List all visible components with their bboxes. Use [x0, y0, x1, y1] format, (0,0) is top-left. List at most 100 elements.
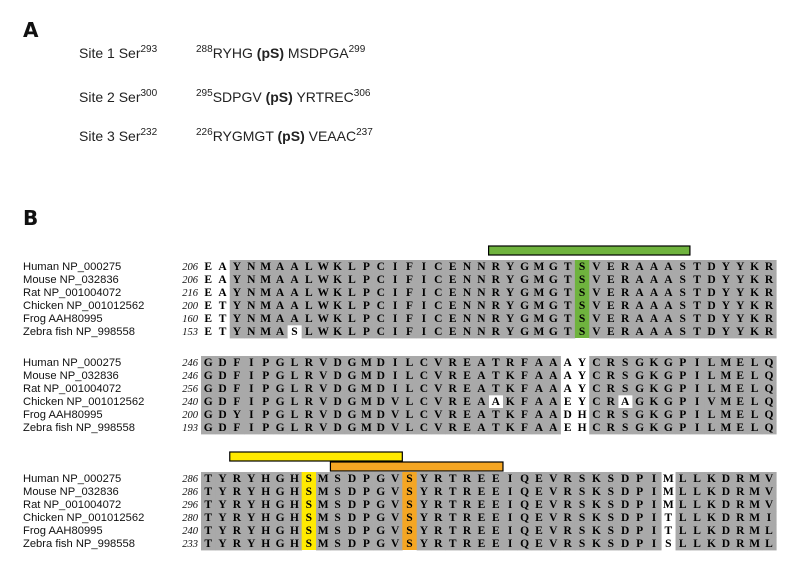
shaded-cell: [301, 260, 317, 274]
residue: E: [535, 499, 543, 511]
residue: Y: [722, 274, 731, 286]
residue: N: [477, 300, 486, 312]
residue: M: [534, 313, 545, 325]
residue: V: [391, 409, 400, 421]
shaded-cell: [416, 286, 432, 300]
residue: K: [750, 274, 759, 286]
residue: M: [534, 287, 545, 299]
residue: P: [363, 525, 370, 537]
shaded-cell: [387, 260, 403, 274]
shaded-cell: [704, 299, 720, 313]
shaded-cell: [747, 537, 763, 551]
motif-bar: [488, 245, 691, 256]
residue: Y: [233, 261, 242, 273]
residue: P: [679, 396, 686, 408]
shaded-cell: [301, 299, 317, 313]
residue: H: [261, 512, 270, 524]
residue: P: [363, 274, 370, 286]
shaded-cell: [359, 537, 374, 551]
residue: W: [317, 261, 329, 273]
residue: I: [652, 538, 657, 550]
species-name: Mouse NP_032836: [23, 486, 119, 498]
residue: E: [204, 326, 212, 338]
residue: H: [290, 499, 299, 511]
shaded-cell: [546, 273, 561, 287]
shaded-cell: [747, 273, 763, 287]
residue: P: [636, 499, 643, 511]
shaded-cell: [373, 485, 389, 499]
residue: S: [579, 287, 585, 299]
residue: L: [406, 357, 414, 369]
residue: L: [406, 422, 414, 434]
shaded-cell: [431, 408, 446, 422]
residue: Y: [506, 300, 515, 312]
species-name: Human NP_000275: [23, 261, 121, 273]
shaded-cell: [215, 524, 231, 538]
shaded-cell: [675, 382, 691, 396]
shaded-cell: [272, 325, 288, 339]
shaded-cell: [546, 485, 561, 499]
shaded-cell: [531, 408, 547, 422]
residue: G: [204, 357, 213, 369]
shaded-cell: [661, 325, 676, 339]
residue: E: [535, 473, 543, 485]
residue: A: [664, 326, 673, 338]
shaded-cell: [373, 395, 389, 409]
residue: Y: [506, 261, 515, 273]
residue: L: [348, 274, 356, 286]
shaded-cell: [459, 286, 475, 300]
residue: T: [665, 512, 673, 524]
residue: V: [391, 499, 400, 511]
shaded-cell: [272, 382, 288, 396]
shaded-cell: [488, 498, 504, 512]
start-position: 246: [182, 371, 199, 382]
residue: R: [233, 525, 242, 537]
residue: M: [720, 422, 731, 434]
residue: P: [262, 409, 269, 421]
shaded-cell: [431, 498, 446, 512]
residue: I: [422, 261, 427, 273]
shaded-cell: [632, 537, 648, 551]
residue: T: [564, 300, 572, 312]
shaded-cell: [689, 408, 705, 422]
shaded-cell: [517, 260, 533, 274]
residue: Y: [722, 313, 731, 325]
shaded-cell: [704, 537, 720, 551]
residue: G: [376, 473, 385, 485]
shaded-cell: [474, 421, 489, 435]
shaded-cell: [316, 369, 331, 383]
shaded-cell: [330, 369, 346, 383]
residue: R: [305, 422, 314, 434]
residue: L: [291, 422, 299, 434]
residue: F: [521, 422, 528, 434]
shaded-cell: [330, 260, 346, 274]
residue: T: [693, 300, 701, 312]
residue: T: [449, 499, 457, 511]
residue: Y: [420, 486, 429, 498]
residue: K: [750, 313, 759, 325]
residue: S: [579, 261, 585, 273]
residue: D: [377, 409, 385, 421]
shaded-cell: [373, 524, 389, 538]
residue: S: [306, 538, 312, 550]
residue: P: [636, 538, 643, 550]
shaded-cell: [474, 511, 489, 525]
residue: R: [434, 512, 443, 524]
shaded-cell: [502, 299, 518, 313]
shaded-cell: [416, 408, 432, 422]
shaded-cell: [215, 485, 231, 499]
residue: R: [448, 370, 457, 382]
shaded-cell: [589, 382, 605, 396]
shaded-cell: [560, 260, 576, 274]
shaded-cell: [459, 498, 475, 512]
residue: M: [318, 538, 329, 550]
residue: R: [564, 499, 573, 511]
residue: V: [549, 512, 558, 524]
shaded-cell: [661, 260, 676, 274]
residue: P: [363, 499, 370, 511]
residue: C: [434, 287, 442, 299]
shaded-cell: [201, 498, 216, 512]
shaded-cell: [445, 369, 461, 383]
residue: A: [535, 396, 544, 408]
shaded-cell: [244, 485, 259, 499]
